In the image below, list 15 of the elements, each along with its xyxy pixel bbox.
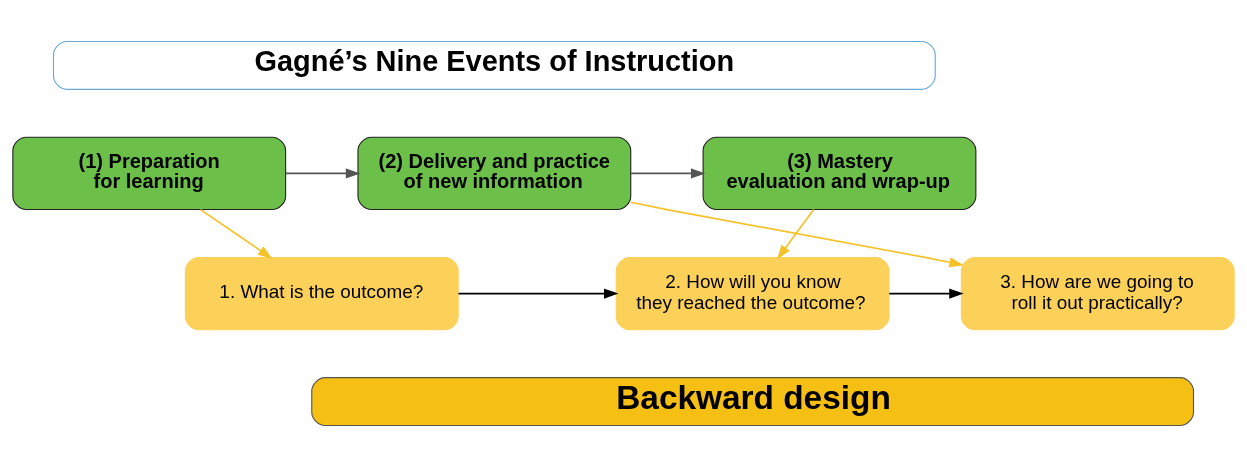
node-box: (1) Preparation for learning [12,136,287,211]
node-box: 1. What is the outcome? [184,256,459,331]
arrow [285,168,361,179]
arrow [629,201,964,268]
arrow [630,168,706,179]
node-box: Backward design [311,377,1195,427]
arrow [777,208,815,260]
node-box: Gagné’s Nine Events of Instruction [52,40,936,90]
arrow [888,288,964,299]
arrow [457,288,619,299]
node-box: 2. How will you know they reached the outcome? [615,256,890,331]
node-box: (3) Mastery evaluation and wrap-up [702,136,977,211]
arrow [199,208,273,259]
node-box: (2) Delivery and practice of new information [357,136,632,211]
node-box: 3. How are we going to roll it out practically? [960,256,1235,331]
